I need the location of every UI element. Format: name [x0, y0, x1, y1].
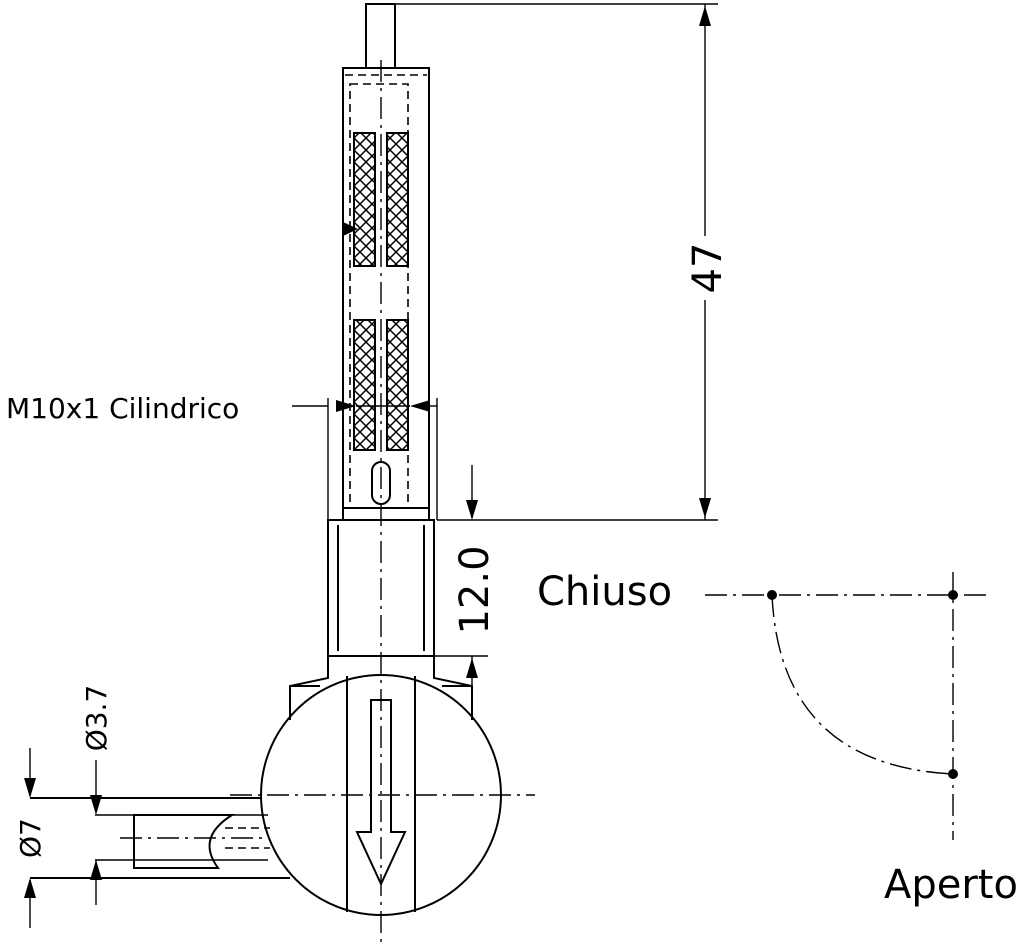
tube-connection [30, 797, 290, 879]
valve-stem [327, 3, 438, 521]
handle-positions: Chiuso Aperto [537, 569, 1018, 908]
dim-tube-label: Ø7 [14, 818, 47, 858]
closed-label: Chiuso [537, 569, 672, 615]
closed-point [767, 590, 777, 600]
internal-arrow [343, 222, 358, 236]
open-point [948, 769, 958, 779]
dim-bore-label: Ø3.7 [80, 685, 113, 752]
winding-lower-left [353, 319, 376, 451]
winding-upper-right [386, 132, 409, 267]
thread-callout: M10x1 Cilindrico [6, 392, 437, 425]
dimension-tube: Ø7 [14, 748, 47, 928]
dimension-bore: Ø3.7 [80, 685, 113, 905]
thread-spec-label: M10x1 Cilindrico [6, 392, 239, 425]
open-label: Aperto [884, 862, 1018, 908]
winding-upper-left [353, 132, 376, 267]
dimension-47: 47 [395, 3, 731, 521]
pivot-point [948, 590, 958, 600]
dimension-12: 12.0 [434, 465, 498, 715]
winding-lower-right [386, 319, 409, 451]
centre-lines [120, 60, 535, 948]
flow-arrow [355, 699, 407, 887]
dim-hex-label: 12.0 [452, 545, 498, 634]
dim-length-label: 47 [685, 243, 731, 294]
